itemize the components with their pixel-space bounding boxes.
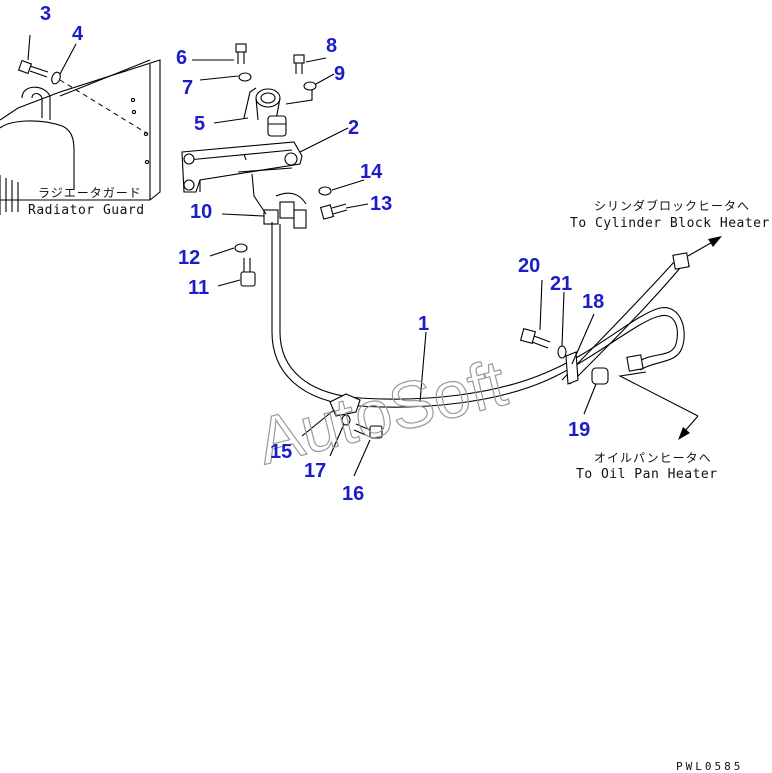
washer-14: [318, 186, 332, 196]
clamp-15: [329, 393, 361, 417]
washer-12: [234, 243, 248, 253]
callout-15: 15: [270, 441, 292, 463]
callout-19: 19: [568, 419, 590, 441]
callout-3: 3: [40, 3, 51, 25]
callout-9: 9: [334, 63, 345, 85]
connector-block: [267, 88, 313, 137]
washer-9: [303, 81, 317, 91]
nut-19: [591, 367, 609, 385]
callout-1: 1: [418, 313, 429, 335]
text-labels: ラジエータガード Radiator Guard シリンダブロックヒータへ To …: [28, 186, 770, 773]
callout-8: 8: [326, 35, 337, 57]
callout-10: 10: [190, 201, 212, 223]
callout-18: 18: [582, 291, 604, 313]
connector-oil-pan: [626, 354, 644, 372]
callout-16: 16: [342, 483, 364, 505]
label-radiator-guard-jp: ラジエータガード: [38, 186, 142, 200]
connector-cylinder: [672, 252, 690, 270]
bolt-16: [353, 423, 383, 439]
label-radiator-guard-en: Radiator Guard: [28, 203, 145, 218]
callout-numbers: 1 2 3 4 5 6 7 8 9 10 11 12 13 14 15 16 1…: [40, 3, 604, 505]
callout-4: 4: [72, 23, 84, 45]
callout-6: 6: [176, 47, 187, 69]
callout-20: 20: [518, 255, 540, 277]
arrow-cylinder-heater: [687, 236, 722, 257]
washer-4: [51, 71, 61, 85]
arrow-oil-pan-heater: [678, 415, 699, 440]
callout-17: 17: [304, 460, 326, 482]
clamp-5: [243, 87, 281, 121]
label-cylinder-heater-jp: シリンダブロックヒータへ: [594, 198, 750, 213]
bolt-13: [319, 203, 348, 220]
label-oil-pan-heater-jp: オイルパンヒータへ: [594, 451, 712, 465]
callout-7: 7: [182, 77, 193, 99]
callout-14: 14: [360, 161, 383, 183]
washer-17: [341, 414, 351, 426]
washer-21: [557, 345, 567, 359]
label-oil-pan-heater-en: To Oil Pan Heater: [576, 467, 718, 482]
leader-lines: [27, 34, 699, 477]
callout-13: 13: [370, 193, 392, 215]
bolt-6: [235, 43, 247, 64]
bolt-8: [293, 54, 305, 74]
bolt-20: [519, 327, 551, 349]
callout-12: 12: [178, 247, 200, 269]
label-cylinder-heater-en: To Cylinder Block Heater: [570, 216, 770, 231]
callout-21: 21: [550, 273, 572, 295]
bolt-3: [17, 59, 49, 78]
clamp-18: [565, 351, 579, 385]
callout-5: 5: [194, 113, 205, 135]
tee-fitting-10: [251, 173, 307, 229]
callout-2: 2: [348, 117, 359, 139]
callout-11: 11: [188, 277, 209, 299]
drawing-code: PWL0585: [676, 760, 743, 773]
bracket-2: [181, 141, 303, 193]
washer-7: [238, 72, 252, 82]
bolt-11: [240, 258, 256, 287]
